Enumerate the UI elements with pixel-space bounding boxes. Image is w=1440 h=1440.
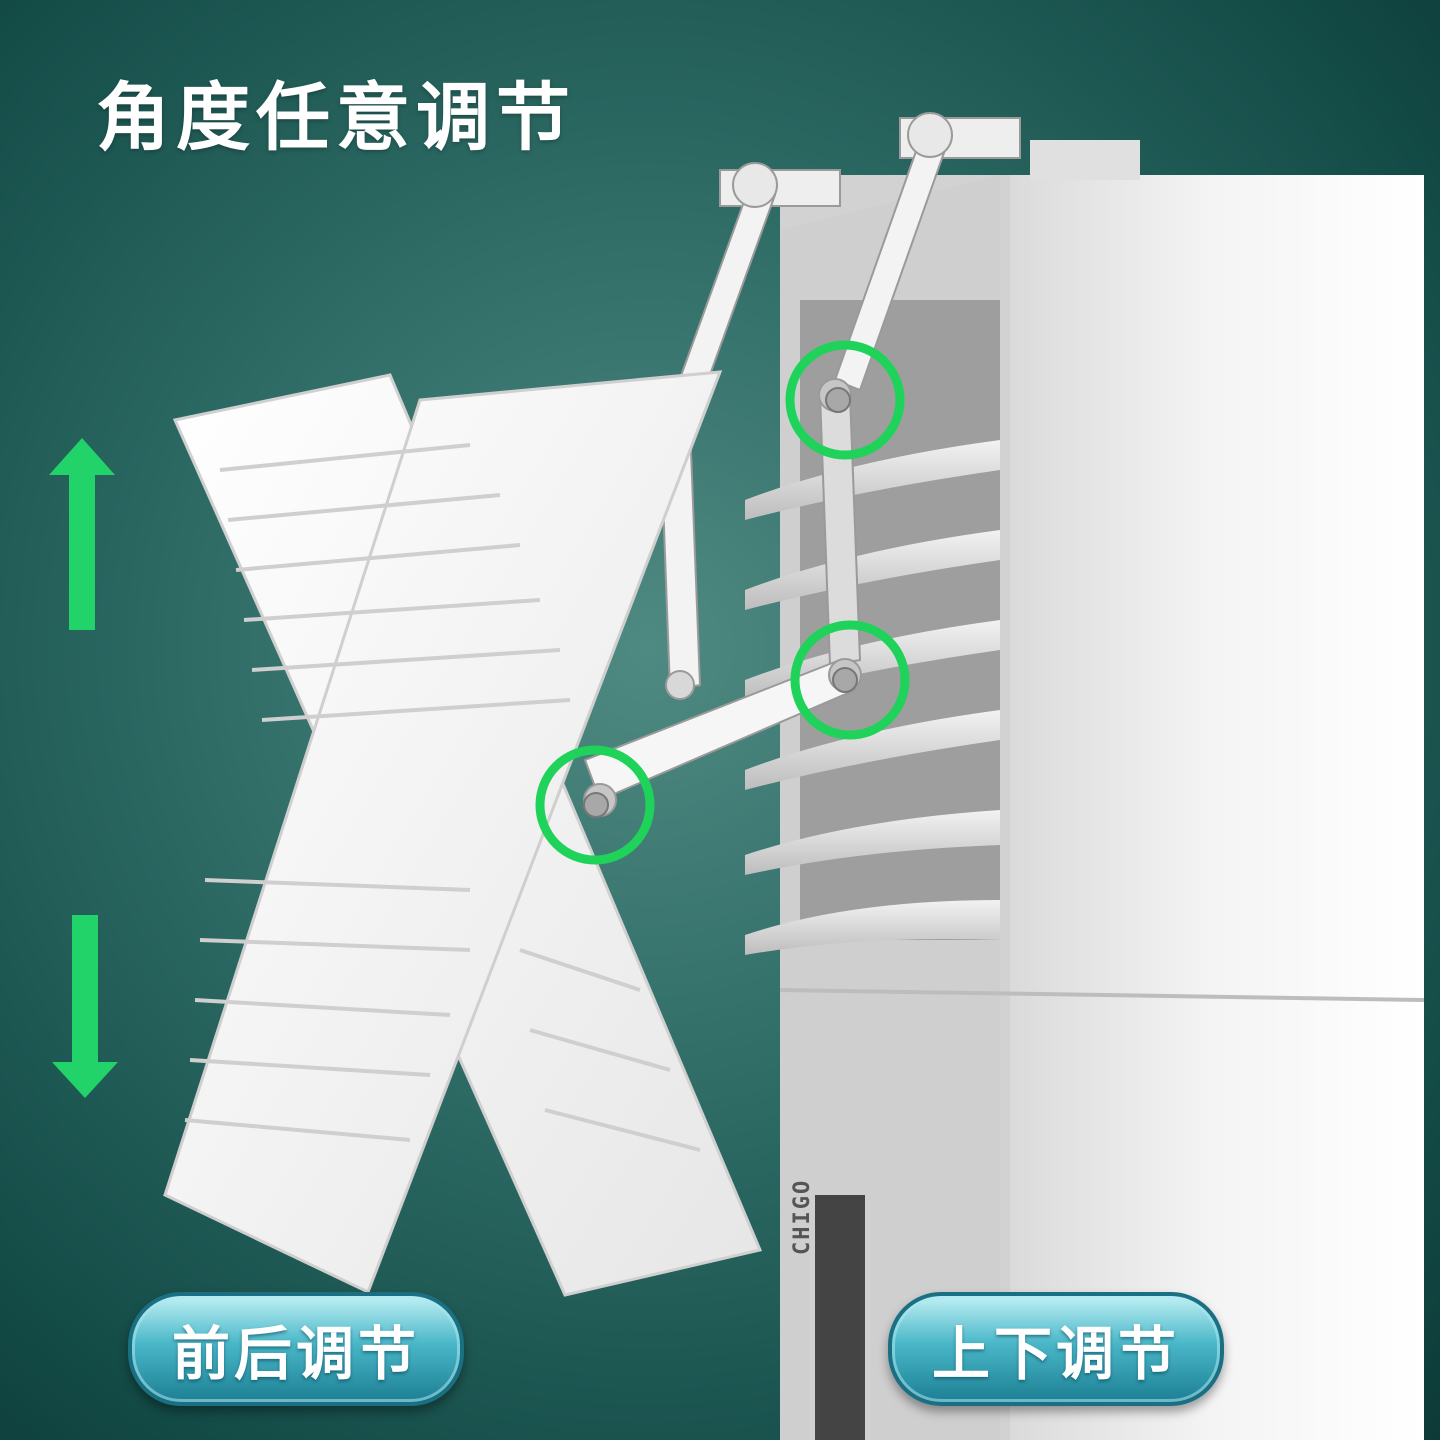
support-arms <box>583 112 1021 817</box>
headline: 角度任意调节 <box>96 75 576 161</box>
front-back-adjust-text: 前后调节 <box>171 1320 420 1388</box>
brand-logo-text: CHIGO <box>790 1178 815 1255</box>
up-down-adjust-text: 上下调节 <box>931 1320 1180 1388</box>
louvers <box>745 440 1000 955</box>
arrow-up-icon <box>49 438 115 630</box>
highlight-ring-top <box>785 340 905 460</box>
arrow-down-icon <box>52 915 118 1098</box>
front-back-adjust-label: 前后调节 <box>128 1292 464 1406</box>
up-down-adjust-label: 上下调节 <box>888 1292 1224 1406</box>
adjustment-highlights <box>535 340 910 865</box>
highlight-ring-middle <box>790 620 910 740</box>
highlight-ring-joint <box>535 745 655 865</box>
